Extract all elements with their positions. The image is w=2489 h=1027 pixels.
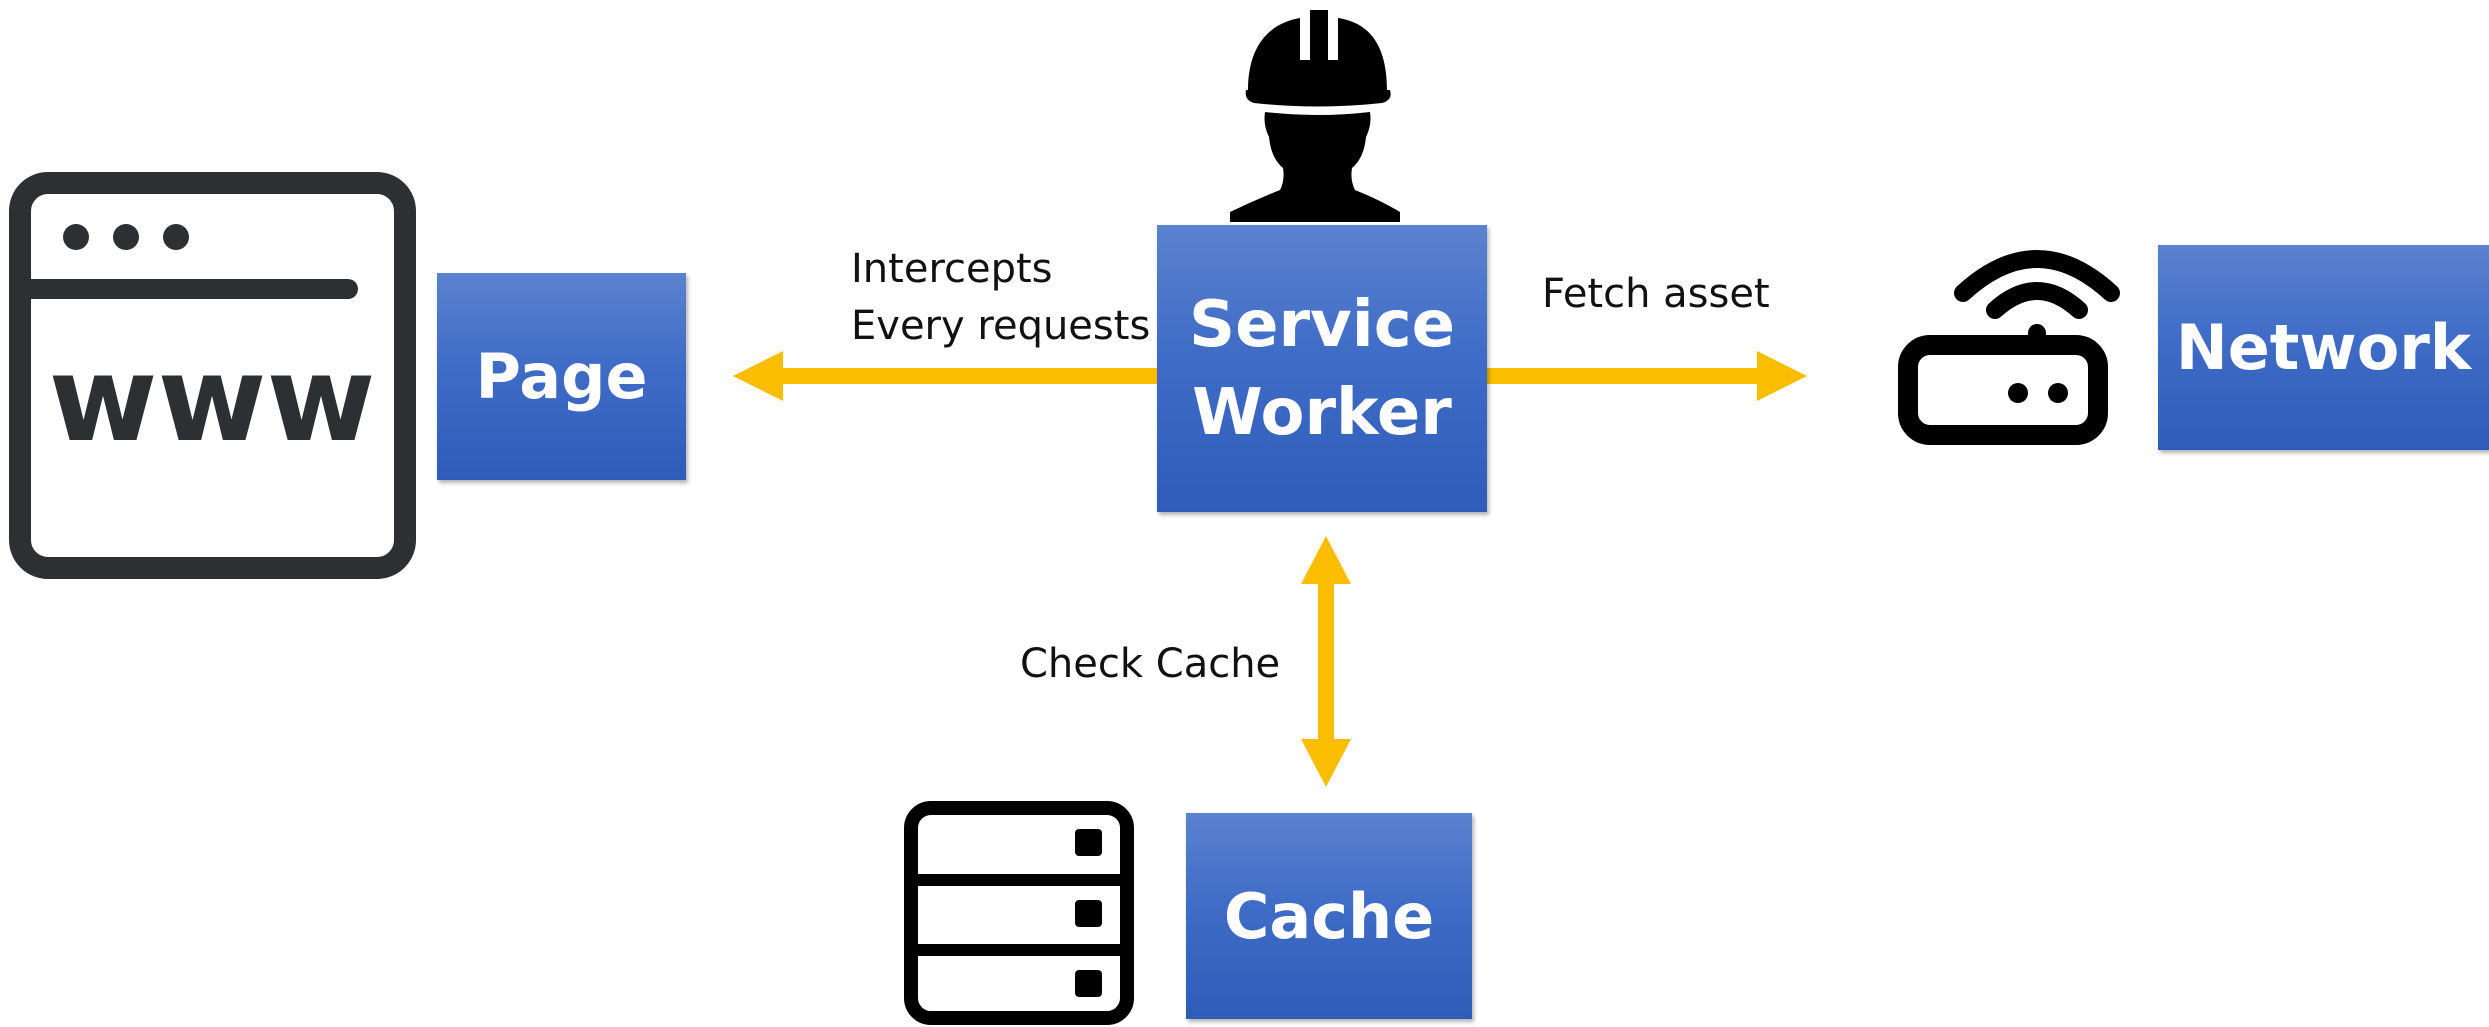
service-worker-node: Service Worker <box>1157 225 1487 512</box>
cache-node-label: Cache <box>1223 879 1435 953</box>
page-node-label: Page <box>475 340 648 413</box>
fetch-asset-edge-label: Fetch asset <box>1542 271 1770 317</box>
worker-helmet-icon <box>1230 10 1400 222</box>
intercepts-label-line2: Every requests <box>851 303 1151 349</box>
browser-www-text: www <box>48 330 375 468</box>
check-cache-edge-label: Check Cache <box>1020 641 1281 687</box>
intercepts-label-line1: Intercepts <box>851 246 1053 292</box>
wifi-router-icon <box>1898 250 2120 445</box>
service-worker-label-line1: Service <box>1188 287 1456 362</box>
network-node: Network <box>2158 245 2489 450</box>
arrow-sw-cache-bidirectional <box>1301 536 1351 787</box>
server-rack-icon <box>904 801 1134 1025</box>
service-worker-label-line2: Worker <box>1192 375 1452 450</box>
browser-window-icon: www <box>9 172 416 579</box>
cache-node: Cache <box>1186 813 1472 1019</box>
page-node: Page <box>437 273 686 480</box>
arrow-sw-to-page <box>733 351 1157 401</box>
network-node-label: Network <box>2175 311 2472 384</box>
intercepts-edge-label: Intercepts Every requests <box>851 241 1150 355</box>
arrow-sw-to-network <box>1487 351 1807 401</box>
